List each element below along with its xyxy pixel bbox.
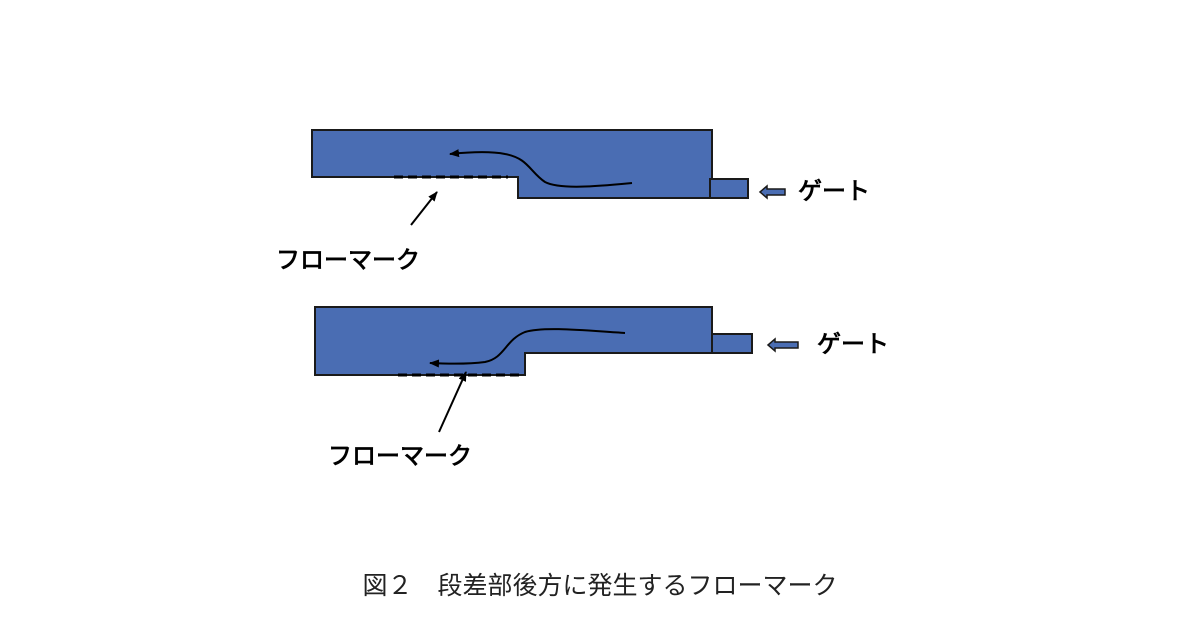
- top-flow-line: [449, 149, 633, 188]
- top-molded-part: [311, 129, 713, 199]
- bottom-gate-arrow-icon: [766, 337, 799, 353]
- top-flow-mark-pointer: [410, 191, 438, 226]
- top-gate-arrow-icon: [758, 184, 786, 200]
- bottom-diagram: ゲート フローマーク: [314, 306, 889, 470]
- top-diagram: ゲート フローマーク: [276, 129, 870, 274]
- bottom-gate-block: [711, 333, 753, 354]
- bottom-molded-part: [314, 306, 713, 376]
- bottom-flow-mark-pointer: [438, 371, 467, 433]
- figure-caption: 図２ 段差部後方に発生するフローマーク: [362, 571, 837, 600]
- bottom-flow-mark-label: フローマーク: [328, 442, 472, 470]
- bottom-flow-line: [429, 328, 626, 368]
- top-flow-mark-label: フローマーク: [276, 246, 420, 274]
- top-gate-label: ゲート: [798, 177, 870, 205]
- top-gate-block: [709, 178, 749, 199]
- bottom-gate-label: ゲート: [817, 330, 889, 358]
